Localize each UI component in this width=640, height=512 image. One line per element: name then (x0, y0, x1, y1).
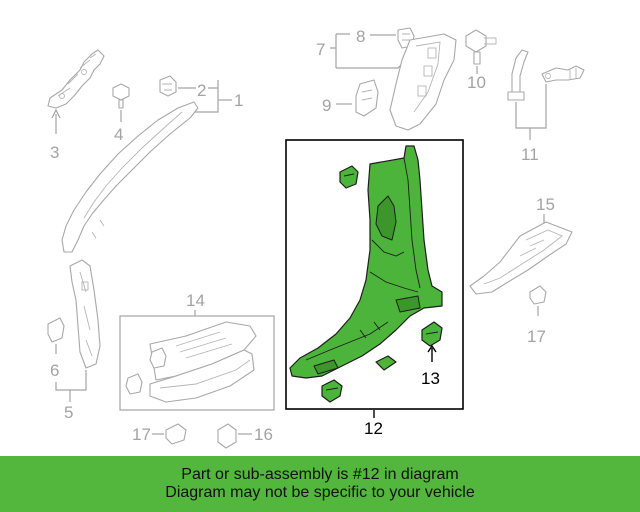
part-14-clip-b[interactable] (149, 347, 167, 369)
leader-11 (515, 84, 547, 129)
callout-9[interactable]: 9 (322, 96, 331, 115)
callout-15[interactable]: 15 (536, 195, 555, 214)
callout-7[interactable]: 7 (316, 40, 325, 59)
part-11-belt-guide[interactable] (507, 49, 529, 101)
callout-8[interactable]: 8 (356, 27, 365, 46)
callout-5[interactable]: 5 (64, 403, 73, 422)
part-6-clip[interactable] (47, 317, 65, 343)
part-9-bracket[interactable] (355, 79, 379, 117)
part-15-scuff-plate[interactable] (469, 221, 573, 295)
part-13-clip[interactable] (421, 321, 443, 347)
part-16-clip[interactable] (217, 423, 237, 449)
part-14-clip-a[interactable] (125, 373, 143, 395)
part-14-scuff-plate[interactable] (149, 321, 257, 403)
info-banner: Part or sub-assembly is #12 in diagram D… (0, 456, 640, 512)
callout-3[interactable]: 3 (50, 143, 59, 162)
leader-5-bracket (55, 370, 87, 391)
leader-1-bracket (194, 80, 219, 113)
callout-17-left[interactable]: 17 (132, 425, 151, 444)
part-3-bracket[interactable] (47, 49, 105, 109)
part-2-clip[interactable] (159, 75, 177, 97)
arrow-13 (427, 344, 437, 353)
parts-diagram: 3 4 2 1 7 8 9 (47, 27, 585, 449)
part-12-frame (285, 139, 464, 410)
callout-6[interactable]: 6 (50, 361, 59, 380)
part-11-belt-anchor[interactable] (541, 65, 585, 83)
callout-13[interactable]: 13 (421, 369, 440, 388)
banner-line-2: Diagram may not be specific to your vehi… (165, 484, 475, 501)
callout-14[interactable]: 14 (186, 291, 205, 310)
part-12-clip-small[interactable] (375, 355, 397, 371)
part-12-clip-top[interactable] (339, 165, 359, 189)
callout-1[interactable]: 1 (234, 91, 243, 110)
part-17-clip-right[interactable] (529, 285, 547, 305)
callout-4[interactable]: 4 (114, 125, 123, 144)
banner-line-1: Part or sub-assembly is #12 in diagram (181, 466, 459, 483)
callout-11[interactable]: 11 (521, 145, 539, 164)
callout-12[interactable]: 12 (364, 419, 383, 438)
part-14-frame (119, 315, 275, 411)
callout-10[interactable]: 10 (467, 73, 486, 92)
part-12-b-pillar-lower-trim[interactable] (289, 145, 443, 379)
leader-7 (330, 33, 407, 69)
part-4-screw[interactable] (112, 83, 130, 109)
part-17-clip-left[interactable] (165, 423, 187, 445)
callout-17-right[interactable]: 17 (527, 327, 546, 346)
callout-2[interactable]: 2 (197, 81, 206, 100)
part-b-pillar-upper-trim[interactable] (389, 33, 457, 131)
arrow-3 (51, 108, 61, 119)
callout-16[interactable]: 16 (254, 425, 273, 444)
part-12-clip-bottom[interactable] (321, 379, 343, 403)
part-10-bolt[interactable] (465, 29, 497, 65)
part-1-a-pillar-trim[interactable] (61, 101, 199, 253)
part-5-pillar-trim[interactable] (69, 259, 101, 369)
